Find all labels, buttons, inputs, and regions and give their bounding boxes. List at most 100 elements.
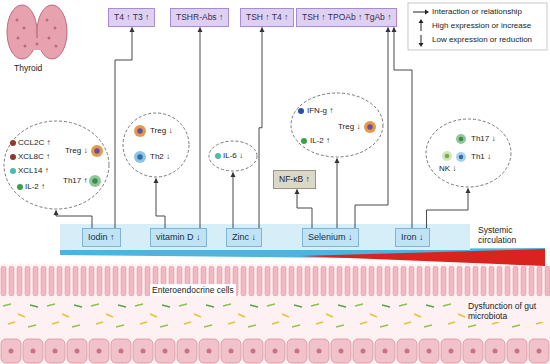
node-text: Th17 ↓	[471, 134, 495, 144]
legend-text: Low expression or reduction	[432, 35, 532, 45]
node-text: CCL2C ↑	[18, 138, 50, 148]
node-text: TSH ↑ T4 ↑	[246, 12, 288, 23]
node-text: Selenium ↓	[308, 232, 353, 243]
group-outline	[3, 120, 110, 210]
dashed-ellipse	[426, 119, 511, 187]
nutrient-box: Iron ↓	[395, 228, 430, 247]
cytokine-dot	[301, 138, 307, 144]
immune-cell	[89, 175, 101, 187]
dashed-ellipse	[291, 93, 383, 157]
gut-microbiota	[0, 300, 550, 336]
region-label: Dysfunction of gut microbiota	[466, 300, 550, 322]
group-outline	[290, 92, 384, 158]
intestinal-villi	[0, 266, 550, 296]
blood-vessel-red	[300, 249, 545, 266]
legend-frame	[408, 3, 547, 50]
cell-nucleus	[445, 154, 450, 159]
thyroid-lobe	[7, 5, 37, 59]
cell-nucleus	[137, 154, 142, 159]
nutrient-box: vitamin D ↓	[150, 228, 207, 247]
connector-arrow	[337, 159, 338, 229]
immune-cell	[456, 152, 466, 162]
immune-cell	[134, 125, 146, 137]
node-text: Treg ↓	[150, 126, 172, 136]
thyroid-isthmus	[24, 38, 50, 50]
region-label: Enteroendocrine cells	[150, 284, 236, 296]
immune-cell	[91, 145, 103, 157]
connector-arrow	[233, 173, 234, 229]
immune-group: Treg ↓ Th2 ↓	[122, 112, 190, 178]
cytokine-dot	[10, 168, 16, 174]
thyroid-lobe	[37, 5, 67, 59]
region-label: Thyroid	[12, 62, 44, 74]
node-text: TSH ↑ TPOAb ↑ TgAb ↑	[302, 12, 391, 23]
nutrient-box: Zinc ↓	[226, 228, 262, 247]
hormone-box: TSH ↑ TPOAb ↑ TgAb ↑	[296, 8, 397, 27]
node-text: Th2 ↓	[150, 152, 170, 162]
node-text: Th1 ↓	[471, 152, 491, 162]
node-text: Zinc ↓	[232, 232, 256, 243]
node-text: IFN-g ↑	[307, 106, 333, 116]
pathway-box: NF-κB ↑	[273, 170, 316, 189]
dashed-ellipse	[4, 121, 109, 209]
hormone-box: TSHR-Abs ↑	[170, 8, 229, 27]
cell-nucleus	[459, 155, 464, 160]
legend-arrow	[413, 12, 425, 13]
node-text: NK ↓	[439, 164, 456, 174]
dashed-ellipse	[209, 141, 257, 171]
legend-up-arrow	[421, 22, 422, 31]
immune-group: IFN-g ↑ IL-2 ↑ Treg ↓	[290, 92, 384, 158]
immune-group: Th17 ↓ Th1 ↓ NK ↓	[425, 118, 512, 188]
legend-arrow-head	[425, 10, 429, 15]
cytokine-dot	[10, 154, 16, 160]
dashed-ellipse	[123, 113, 189, 177]
immune-cell	[364, 121, 376, 133]
cell-nucleus	[459, 137, 464, 142]
epithelial-cells	[0, 338, 550, 364]
hormone-box: T4 ↑ T3 ↑	[108, 8, 155, 27]
node-text: Iodin ↑	[88, 232, 115, 243]
connector-arrow	[156, 179, 165, 229]
legend-down-arrow	[421, 35, 422, 44]
immune-group: IL-6 ↓	[208, 140, 258, 172]
node-text: IL-2 ↑	[310, 136, 330, 146]
node-text: Iron ↓	[401, 232, 424, 243]
group-outline	[122, 112, 190, 178]
connector-arrow	[259, 28, 262, 229]
hormone-box: TSH ↑ T4 ↑	[240, 8, 294, 27]
immune-cell	[442, 151, 452, 161]
node-text: Treg ↓	[65, 146, 87, 156]
legend-text: High expression or increase	[432, 21, 531, 31]
region-label: Systemic circulation	[476, 224, 550, 246]
connector-arrow	[394, 28, 412, 229]
cytokine-dot	[298, 108, 304, 114]
circulation-band	[60, 224, 470, 250]
node-text: IL-6 ↓	[223, 151, 243, 161]
immune-cell	[134, 151, 146, 163]
immune-cell	[456, 134, 466, 144]
immune-group: CCL2C ↑ XCL8C ↑ XCL14 ↑ IL-2 ↑ Treg ↓ Th17 ↑	[3, 120, 110, 210]
connector-arrow	[297, 190, 312, 229]
node-text: Treg ↓	[338, 122, 360, 132]
cell-nucleus	[137, 128, 142, 133]
cytokine-dot	[10, 140, 16, 146]
cytokine-dot	[215, 153, 221, 159]
nutrient-box: Iodin ↑	[82, 228, 121, 247]
connector-arrow	[200, 28, 201, 229]
node-text: XCL14 ↑	[18, 166, 49, 176]
cytokine-dot	[17, 184, 23, 190]
legend-up-head	[419, 19, 424, 23]
node-text: vitamin D ↓	[156, 232, 201, 243]
connector-arrow	[56, 211, 92, 229]
node-text: T4 ↑ T3 ↑	[114, 12, 149, 23]
node-text: XCL8C ↑	[18, 152, 50, 162]
nutrient-box: Selenium ↓	[302, 228, 359, 247]
thyroid-follicles	[16, 19, 58, 48]
gut-wall	[0, 264, 550, 364]
node-text: Th17 ↑	[63, 176, 87, 186]
connector-arrow	[115, 28, 132, 229]
node-text: IL-2 ↑	[25, 182, 45, 192]
cell-nucleus	[92, 178, 97, 183]
